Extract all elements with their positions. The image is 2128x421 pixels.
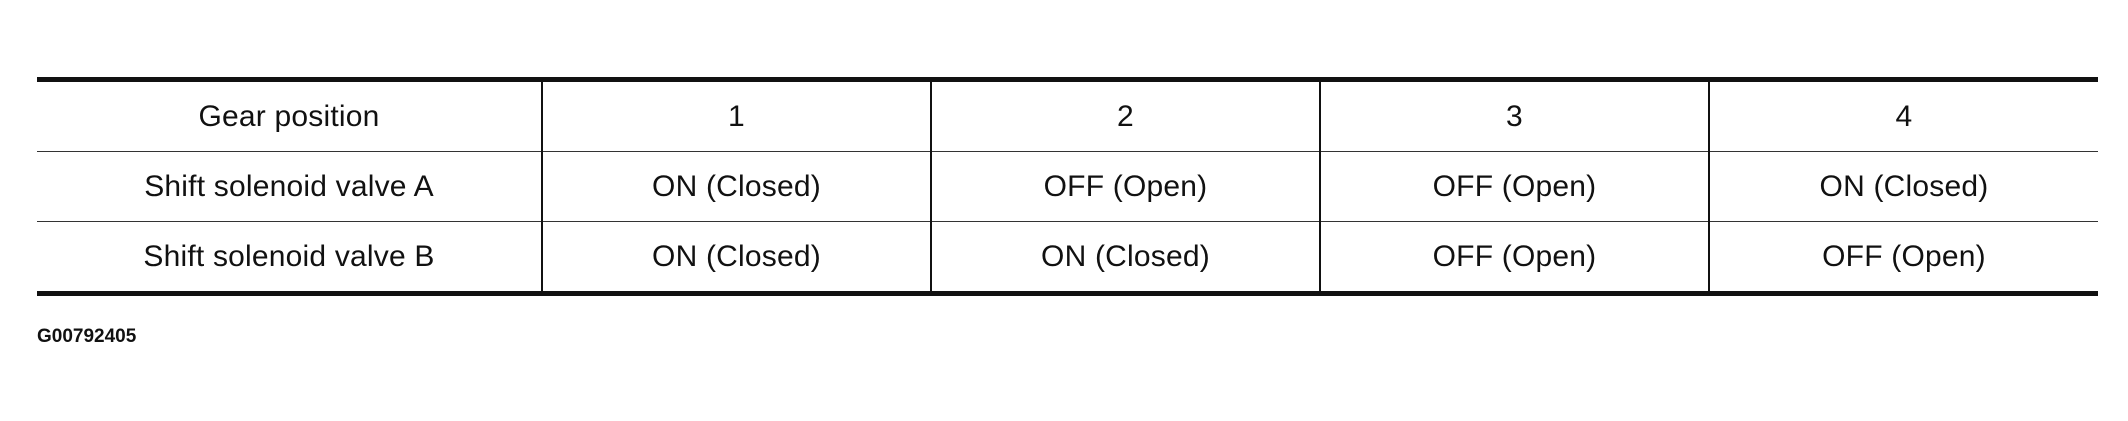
table-cell: OFF (Open) xyxy=(930,151,1320,222)
table-header-row: Gear position 1 2 3 4 xyxy=(37,79,2098,152)
solenoid-operation-table-container: Gear position 1 2 3 4 Shift solenoid val… xyxy=(37,77,2098,296)
figure-code: G00792405 xyxy=(37,326,137,347)
table-cell: OFF (Open) xyxy=(1708,221,2098,294)
table-cell: ON (Closed) xyxy=(930,221,1320,294)
table-row: Shift solenoid valve A ON (Closed) OFF (… xyxy=(37,151,2098,222)
header-gear-cell: 2 xyxy=(930,79,1320,152)
header-label-cell: Gear position xyxy=(198,99,380,133)
solenoid-operation-table: Gear position 1 2 3 4 Shift solenoid val… xyxy=(37,77,2098,296)
table-cell: OFF (Open) xyxy=(1319,221,1709,294)
table-cell: ON (Closed) xyxy=(541,151,931,222)
header-gear-cell: 3 xyxy=(1319,79,1709,152)
table-row: Shift solenoid valve B ON (Closed) ON (C… xyxy=(37,221,2098,294)
header-gear-cell: 1 xyxy=(541,79,931,152)
table-cell: ON (Closed) xyxy=(541,221,931,294)
table-cell: OFF (Open) xyxy=(1319,151,1709,222)
header-gear-cell: 4 xyxy=(1708,79,2098,152)
row-label-cell: Shift solenoid valve B xyxy=(37,221,542,294)
table-cell: ON (Closed) xyxy=(1708,151,2098,222)
row-label-cell: Shift solenoid valve A xyxy=(37,151,542,222)
